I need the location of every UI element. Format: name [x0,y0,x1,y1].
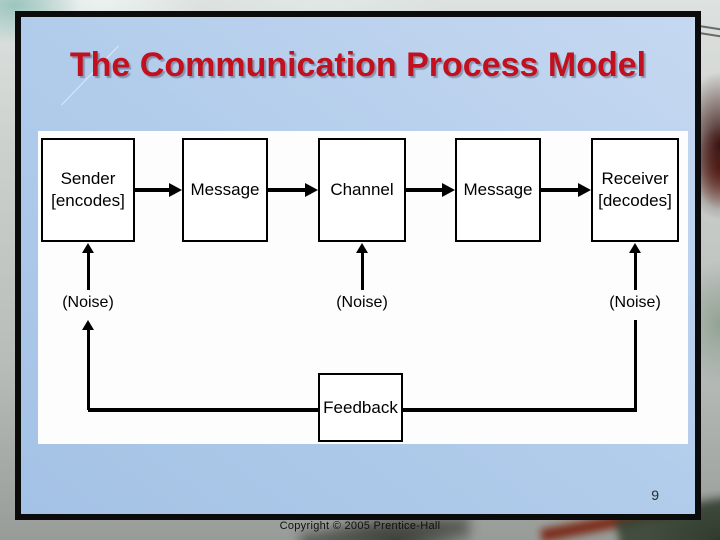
slide: The Communication Process Model Sender [… [15,11,701,520]
slide-title: The Communication Process Model [69,46,647,84]
arrow-head [82,320,94,330]
arrow-shaft [541,188,580,192]
arrow-noise2-to-channel [356,243,368,290]
feedback-label: Feedback [323,397,398,417]
noise-label-3: (Noise) [609,294,661,311]
arrow-message-to-receiver [541,183,591,197]
diagram-box-message-2: Message [455,138,541,242]
arrow-head [356,243,368,253]
receiver-label-line2: [decodes] [598,191,672,210]
sender-label-line1: Sender [60,168,116,188]
diagram-box-sender: Sender [encodes] [41,138,135,242]
slide-page-number: 9 [651,487,659,503]
arrow-head [305,183,318,197]
copyright-footer: Copyright © 2005 Prentice-Hall [279,520,441,532]
noise-label-1: (Noise) [62,294,114,311]
arrow-noise1-to-sender [82,243,94,290]
receiver-label-line1: Receiver [601,168,669,188]
arrow-head [442,183,455,197]
arrow-shaft [135,188,171,192]
noise-label-2: (Noise) [336,294,388,311]
message2-label: Message [463,179,533,199]
arrow-sender-to-message [135,183,182,197]
sender-label-line2: [encodes] [51,191,125,210]
arrow-noise3-to-receiver [629,243,641,290]
arrow-head [82,243,94,253]
arrow-head [169,183,182,197]
diagram-box-channel: Channel [318,138,406,242]
diagram-box-receiver: Receiver [decodes] [591,138,679,242]
communication-diagram-panel: Sender [encodes] Message Channel Message… [38,131,688,444]
arrow-shaft [633,253,637,290]
background-wire-line [699,31,720,39]
arrow-shaft [268,188,307,192]
arrow-head [629,243,641,253]
background-wire-line [699,24,720,32]
arrow-message-to-channel [268,183,318,197]
arrow-shaft [406,188,444,192]
diagram-box-message-1: Message [182,138,268,242]
arrow-shaft [86,330,90,410]
feedback-line-from-receiver [634,320,637,412]
arrow-shaft [360,253,364,290]
channel-label: Channel [330,179,394,199]
arrow-head [578,183,591,197]
arrow-channel-to-message [406,183,455,197]
arrow-feedback-to-noise1 [82,320,94,410]
arrow-shaft [86,253,90,290]
message1-label: Message [190,179,260,199]
diagram-box-feedback: Feedback [318,373,403,442]
